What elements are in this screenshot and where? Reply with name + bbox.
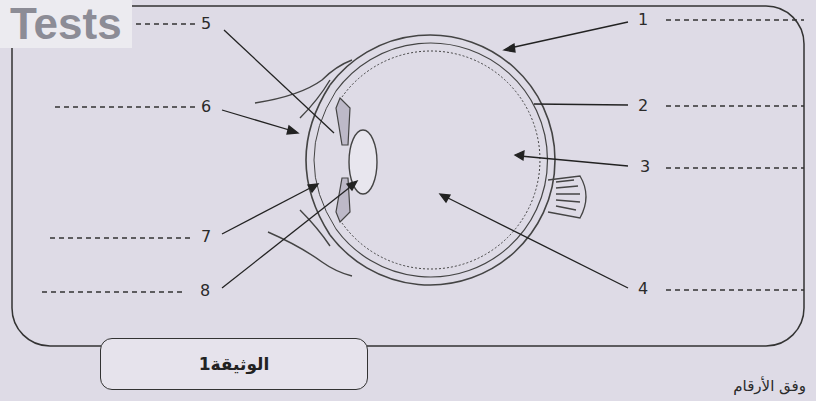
- callout-number: 4: [638, 280, 648, 298]
- watermark: Tests: [0, 0, 132, 48]
- instruction-text: وفق الأرقام: [733, 378, 806, 395]
- document-title: الوثيقة1: [199, 354, 270, 374]
- callout-number: 3: [640, 158, 650, 176]
- caption-box: الوثيقة1: [100, 338, 368, 390]
- callout-number: 6: [201, 98, 211, 116]
- callout-number: 1: [638, 11, 648, 29]
- callout-number: 8: [200, 282, 210, 300]
- callout-number: 5: [201, 15, 211, 33]
- callout-number: 7: [201, 228, 211, 246]
- callout-number: 2: [638, 97, 648, 115]
